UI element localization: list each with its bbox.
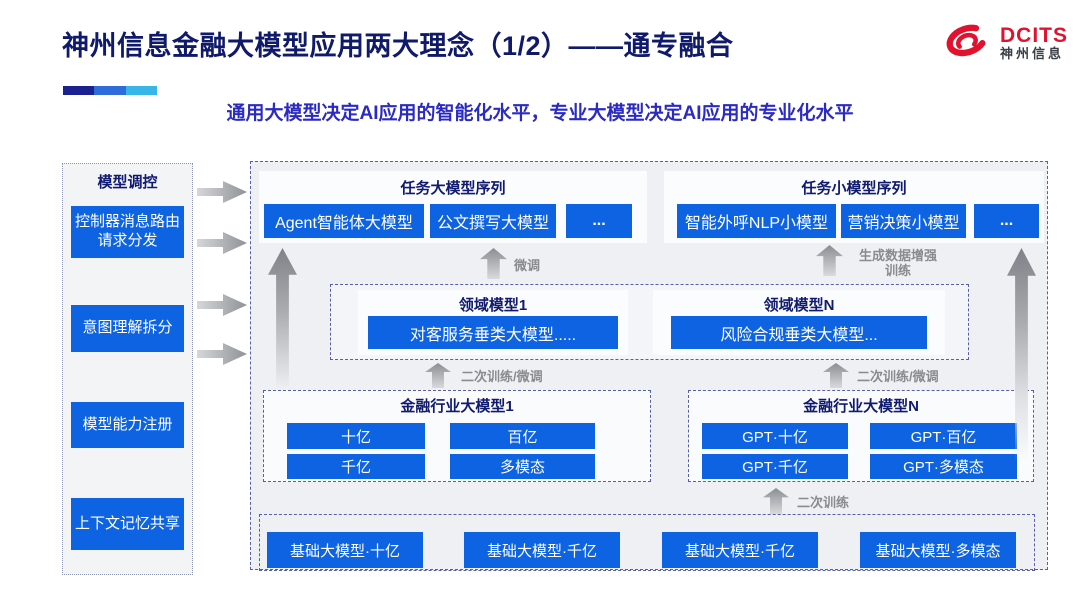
node-multimodal: 多模态 bbox=[450, 454, 595, 479]
node-more-small: ... bbox=[974, 204, 1039, 238]
label-retrain-left: 二次训练/微调 bbox=[461, 369, 543, 384]
node-agent-model: Agent智能体大模型 bbox=[264, 204, 424, 238]
node-base-100b-a: 基础大模型·千亿 bbox=[464, 532, 620, 568]
label-retrain-bottom: 二次训练 bbox=[797, 495, 850, 510]
sidebar-title: 模型调控 bbox=[97, 174, 158, 191]
accent-segment-dark bbox=[63, 86, 94, 95]
sidebar-item-registry: 模型能力注册 bbox=[71, 402, 184, 448]
model-control-sidebar: 模型调控 控制器消息路由请求分发 意图理解拆分 模型能力注册 上下文记忆共享 bbox=[62, 163, 193, 575]
task-small-model-group: 任务小模型序列 智能外呼NLP小模型 营销决策小模型 ... bbox=[664, 171, 1044, 243]
label-finetune: 微调 bbox=[514, 258, 541, 273]
dcits-swirl-icon bbox=[946, 24, 986, 57]
label-retrain-right: 二次训练/微调 bbox=[857, 369, 939, 384]
up-arrow-retrain-left-icon bbox=[425, 363, 451, 388]
right-arrow-icon bbox=[197, 294, 247, 316]
node-gpt-multimodal: GPT·多模态 bbox=[870, 454, 1017, 479]
sidebar-item-router: 控制器消息路由请求分发 bbox=[71, 206, 184, 258]
label-gendata-line2: 训练 bbox=[884, 262, 911, 278]
industry-model-1-title: 金融行业大模型1 bbox=[400, 398, 514, 415]
node-gpt-1b: GPT·十亿 bbox=[702, 423, 848, 449]
base-models-group: 基础大模型·十亿 基础大模型·千亿 基础大模型·千亿 基础大模型·多模态 bbox=[259, 514, 1035, 571]
task-large-model-group: 任务大模型序列 Agent智能体大模型 公文撰写大模型 ... bbox=[259, 171, 647, 243]
node-risk-compliance-model: 风险合规垂类大模型... bbox=[671, 316, 927, 349]
accent-segment-blue bbox=[94, 86, 126, 95]
accent-bar bbox=[63, 86, 157, 95]
accent-segment-cyan bbox=[126, 86, 157, 95]
node-gpt-100b: GPT·千亿 bbox=[702, 454, 848, 479]
page-title: 神州信息金融大模型应用两大理念（1/2）——通专融合 bbox=[62, 31, 734, 61]
domain-model-n-title: 领域模型N bbox=[763, 297, 835, 314]
right-arrow-icon bbox=[197, 181, 247, 203]
slide-subtitle: 通用大模型决定AI应用的智能化水平，专业大模型决定AI应用的专业化水平 bbox=[226, 103, 854, 124]
domain-model-n-group: 领域模型N 风险合规垂类大模型... bbox=[653, 290, 945, 355]
industry-model-1-group: 金融行业大模型1 十亿 百亿 千亿 多模态 bbox=[263, 390, 651, 482]
architecture-panel: 任务大模型序列 Agent智能体大模型 公文撰写大模型 ... 任务小模型序列 … bbox=[250, 161, 1048, 571]
logo-brand-cn-text: 神州信息 bbox=[1000, 46, 1065, 62]
node-10b: 百亿 bbox=[450, 423, 595, 449]
node-nlp-outbound-model: 智能外呼NLP小模型 bbox=[677, 204, 836, 238]
node-gpt-10b: GPT·百亿 bbox=[870, 423, 1017, 449]
node-100b: 千亿 bbox=[287, 454, 425, 479]
domain-model-1-title: 领域模型1 bbox=[458, 297, 528, 314]
node-more-large: ... bbox=[566, 204, 632, 238]
up-arrow-finetune-icon bbox=[480, 248, 507, 279]
node-base-1b: 基础大模型·十亿 bbox=[267, 532, 423, 568]
industry-model-n-title: 金融行业大模型N bbox=[803, 398, 919, 415]
sidebar-item-context: 上下文记忆共享 bbox=[71, 498, 184, 550]
sidebar-item-intent: 意图理解拆分 bbox=[71, 305, 184, 352]
up-arrow-retrain-right-icon bbox=[823, 363, 849, 388]
task-large-title: 任务大模型序列 bbox=[400, 180, 506, 197]
right-arrow-icon bbox=[197, 232, 247, 254]
label-gendata: 生成数据增强 训练 bbox=[843, 248, 953, 279]
up-arrow-tall-left-icon bbox=[268, 248, 297, 389]
node-base-100b-b: 基础大模型·千亿 bbox=[662, 532, 818, 568]
industry-model-n-group: 金融行业大模型N GPT·十亿 GPT·百亿 GPT·千亿 GPT·多模态 bbox=[688, 390, 1034, 482]
up-arrow-gendata-icon bbox=[816, 245, 843, 276]
node-base-multimodal: 基础大模型·多模态 bbox=[860, 532, 1016, 568]
node-customer-service-model: 对客服务垂类大模型..... bbox=[368, 316, 618, 349]
label-gendata-line1: 生成数据增强 bbox=[858, 248, 937, 263]
domain-models-container: 领域模型1 对客服务垂类大模型..... 领域模型N 风险合规垂类大模型... bbox=[330, 284, 969, 360]
task-small-title: 任务小模型序列 bbox=[801, 180, 907, 197]
node-1b: 十亿 bbox=[287, 423, 425, 449]
node-doc-writing-model: 公文撰写大模型 bbox=[430, 204, 556, 238]
right-arrow-icon bbox=[197, 343, 247, 365]
node-marketing-model: 营销决策小模型 bbox=[841, 204, 966, 238]
domain-model-1-group: 领域模型1 对客服务垂类大模型..... bbox=[358, 290, 628, 355]
up-arrow-retrain-bottom-icon bbox=[763, 488, 789, 514]
dcits-logo: DCITS 神州信息 bbox=[940, 20, 1068, 66]
logo-brand-text: DCITS bbox=[1000, 24, 1068, 48]
